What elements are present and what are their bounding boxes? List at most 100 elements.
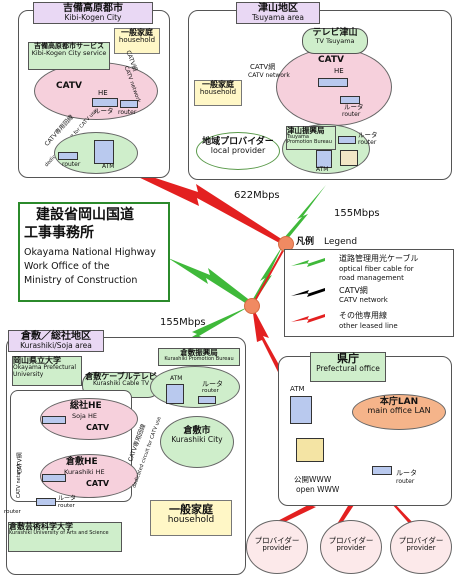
kurashiki-title-en: Kurashiki/Soja area <box>20 341 92 350</box>
prefecture-lan-ja: 本庁LAN <box>379 397 419 407</box>
kibikogen-household-en: household <box>118 36 156 45</box>
kurashiki-arts-en: Kurashiki University of Arts and Science <box>9 530 109 537</box>
legend-catv-symbol <box>291 288 325 297</box>
kibikogen-router2-device <box>58 152 78 160</box>
tsuyama-title-ja: 津山地区 <box>258 3 298 14</box>
kurashiki-arts-box: 倉敷芸術科学大学 Kurashiki University of Arts an… <box>8 522 122 552</box>
kurashiki-catv1: CATV <box>86 423 110 432</box>
tsuyama-title-en: Tsuyama area <box>251 13 305 22</box>
kibikogen-atm-device <box>94 140 114 164</box>
kurashiki-kura-en: Kurashiki HE <box>64 468 105 476</box>
kurashiki-router2-device <box>36 498 56 506</box>
kibikogen-he-device <box>92 98 118 107</box>
prefecture-router-device <box>372 466 392 475</box>
green-link-office <box>168 258 252 306</box>
tsuyama-catv-net-en: CATV network <box>248 72 290 79</box>
kurashiki-promo-box: 倉敷振興局 Kurashiki Promotion Bureau <box>158 348 240 366</box>
kurashiki-router-ja: ルータ <box>202 380 223 388</box>
kurashiki-router2-ja: ルータ <box>58 495 77 502</box>
kurashiki-router-device <box>198 396 216 404</box>
kibikogen-router-ja: ルータ <box>94 107 114 115</box>
green-link-hubs <box>250 245 283 306</box>
kurashiki-catv2: CATV <box>86 479 110 488</box>
kurashiki-soja-device <box>42 416 66 424</box>
tsuyama-tv-en: TV Tsuyama <box>315 37 355 46</box>
kibikogen-router-en: router <box>118 109 137 116</box>
kurashiki-univ-box: 岡山県立大学 Okayama Prefectural University <box>12 356 82 386</box>
tsuyama-title: 津山地区 Tsuyama area <box>236 2 320 24</box>
prefecture-title-ja: 県庁 <box>337 352 359 365</box>
prefecture-title: 県庁 Prefectural office <box>310 352 386 382</box>
kurashiki-soja-ja: 総社HE <box>70 401 102 411</box>
tsuyama-router2-en: router <box>358 139 377 146</box>
kurashiki-soja-oval <box>40 398 138 440</box>
kibikogen-title-en: Kibi-Kogen City <box>64 13 122 22</box>
kurashiki-household-ja: 一般家庭 <box>169 503 213 516</box>
legend-box: 道路管理用光ケーブル optical fiber cable for road … <box>284 249 454 337</box>
kurashiki-arts-ja: 倉敷芸術科学大学 <box>9 522 73 531</box>
tsuyama-tv-ja: テレビ津山 <box>312 28 358 38</box>
kibikogen-title: 吉備高原都市 Kibi-Kogen City <box>33 2 153 24</box>
prefecture-lan-en: main office LAN <box>367 406 431 416</box>
legend-symbols <box>291 258 325 323</box>
tsuyama-provider-en: local provider <box>210 146 266 156</box>
provider-1-en: provider <box>262 543 292 552</box>
kurashiki-promo-en: Kurashiki Promotion Bureau <box>164 355 234 362</box>
legend-fiber-en1: optical fiber cable for <box>339 265 414 273</box>
tsuyama-household: 一般家庭 household <box>194 80 242 106</box>
provider-1-ja: プロバイダー <box>254 536 300 545</box>
ministry-line2: 工事事務所 <box>24 225 94 241</box>
prefecture-www-en: open WWW <box>296 485 340 494</box>
tsuyama-router-en: router <box>342 111 361 118</box>
kibikogen-household-ja: 一般家庭 <box>121 28 153 37</box>
prefecture-www-ja: 公開WWW <box>294 475 332 484</box>
kurashiki-city-ja: 倉敷市 <box>183 426 211 436</box>
legend-fiber-en2: road management <box>339 274 404 282</box>
kurashiki-atm-label: ATM <box>170 375 183 382</box>
tsuyama-promo-ja: 津山振興局 <box>287 126 325 135</box>
provider-3-ja: プロバイダー <box>398 536 444 545</box>
tsuyama-provider-oval: 地域プロバイダー local provider <box>196 132 280 170</box>
kurashiki-router-en: router <box>202 388 219 394</box>
tsuyama-he-label: HE <box>334 67 344 75</box>
tsuyama-he-device <box>318 78 348 87</box>
kurashiki-atm-oval <box>150 366 240 408</box>
prefecture-atm-device <box>290 396 312 424</box>
prefecture-router-en: router <box>396 478 415 485</box>
legend-other-ja: その他専用線 <box>339 311 387 320</box>
provider-1: プロバイダー provider <box>246 520 308 574</box>
legend-title-ja: 凡例 <box>296 237 315 247</box>
hub-node-lower <box>244 298 260 314</box>
ministry-line1: 建設省岡山国道 <box>36 207 134 223</box>
tsuyama-router2-device <box>338 136 356 144</box>
kurashiki-atm-device <box>166 384 184 404</box>
kurashiki-router2-en: router <box>58 503 75 509</box>
tsuyama-household-en: household <box>199 88 237 97</box>
kurashiki-univ-en2: University <box>13 370 44 378</box>
kibikogen-household: 一般家庭 household <box>114 28 160 54</box>
red-link-provider-1 <box>266 478 378 530</box>
kurashiki-household-en: household <box>167 514 215 525</box>
ministry-en2: Work Office of the <box>24 261 110 272</box>
kurashiki-univ-en1: Okayama Prefectural <box>13 364 77 372</box>
provider-2: プロバイダー provider <box>320 520 382 574</box>
legend-catv-en: CATV network <box>339 296 388 304</box>
legend-other-en: other leased line <box>339 322 398 330</box>
green-link-tsuyama <box>283 185 326 241</box>
prefecture-lan-oval: 本庁LAN main office LAN <box>352 394 446 430</box>
tsuyama-router2-ja: ルータ <box>358 131 378 139</box>
speed-155-kurashiki: 155Mbps <box>160 317 206 328</box>
ministry-office-box: 建設省岡山国道 工事事務所 Okayama National Highway W… <box>18 202 170 302</box>
prefecture-atm-label: ATM <box>290 385 305 393</box>
kurashiki-kura-ja: 倉敷HE <box>66 457 98 467</box>
kibikogen-service-ja: 吉備高原都市サービス <box>34 42 104 50</box>
prefecture-www-device <box>296 438 324 462</box>
legend-catv-ja: CATV網 <box>339 286 368 295</box>
provider-3-en: provider <box>406 543 436 552</box>
kurashiki-promo-ja: 倉敷振興局 <box>180 348 218 357</box>
kibikogen-title-ja: 吉備高原都市 <box>63 3 123 14</box>
kibikogen-service-box: 吉備高原都市サービス Kibi-Kogen City service <box>28 42 110 70</box>
tsuyama-atm-label: ATM <box>316 166 329 173</box>
kurashiki-router3-en: router <box>4 509 21 515</box>
provider-3: プロバイダー provider <box>390 520 452 574</box>
